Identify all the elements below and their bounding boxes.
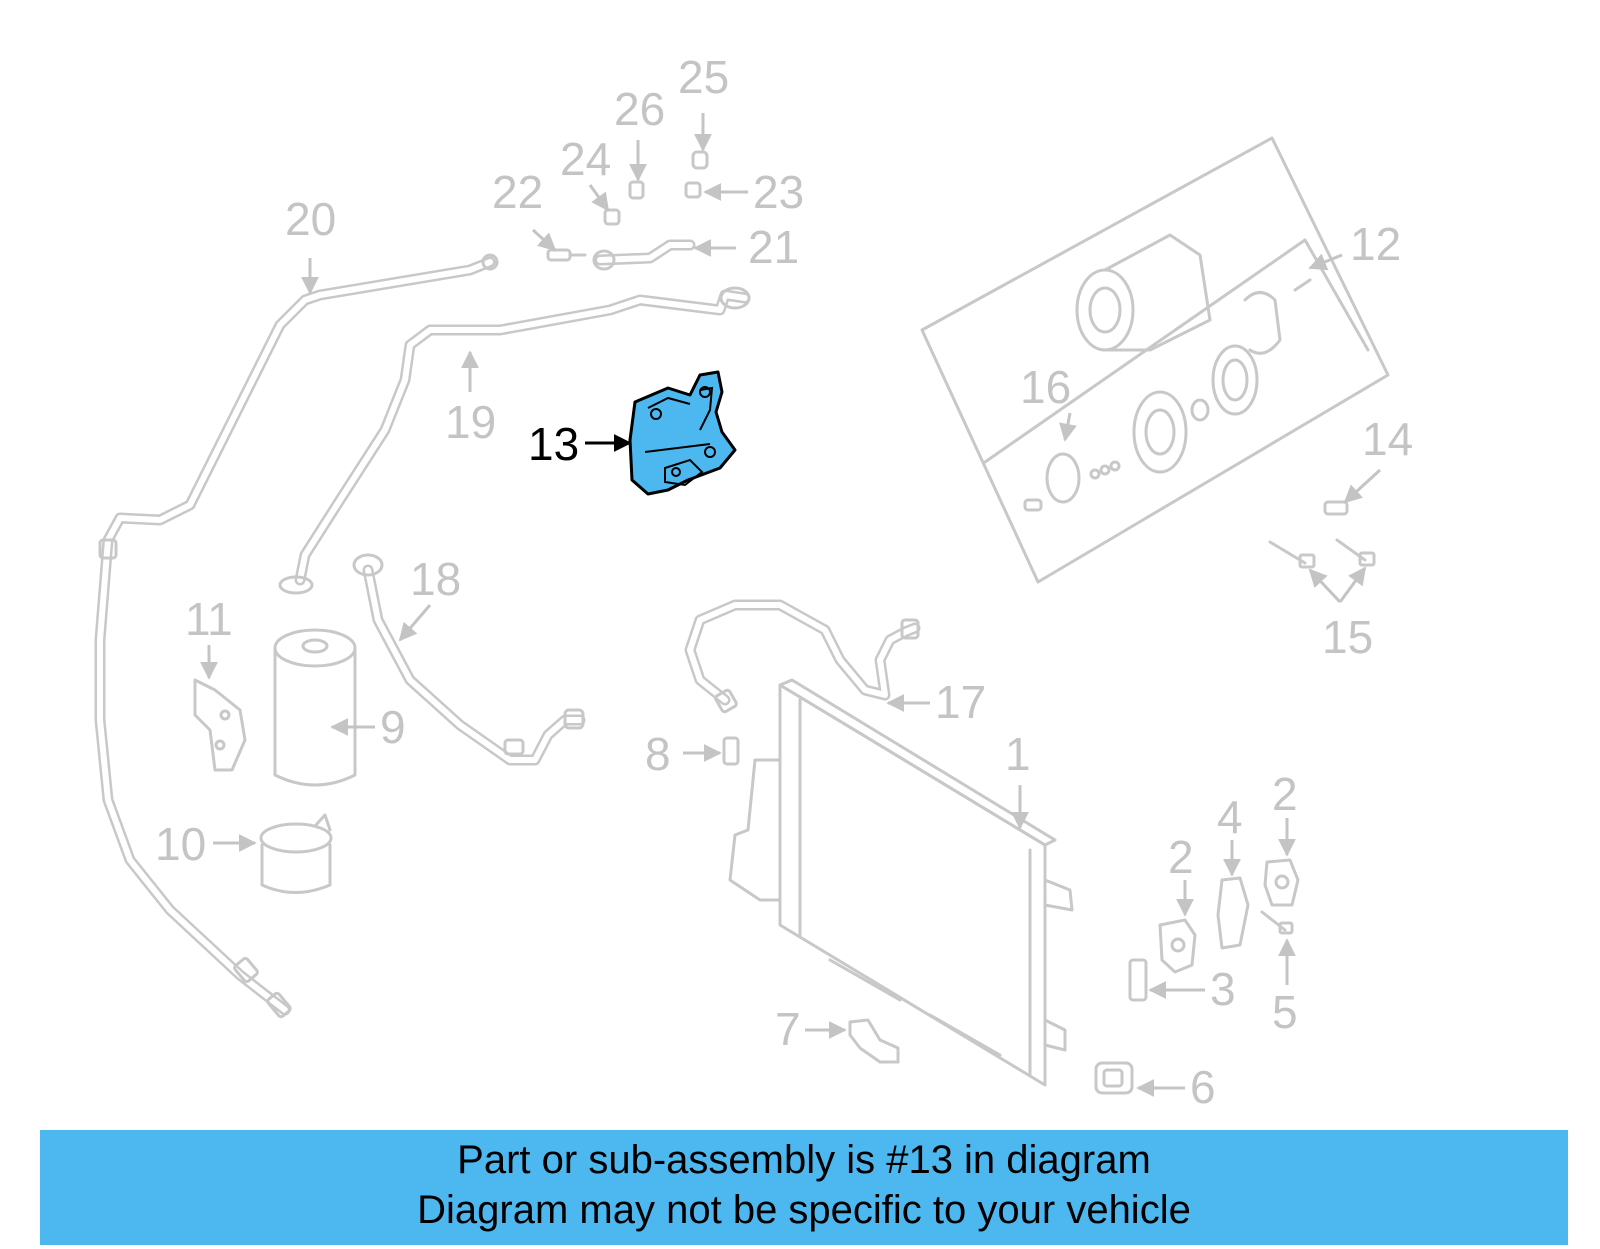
label-7: 7: [775, 1003, 801, 1055]
label-20: 20: [285, 193, 336, 245]
part-18-hose: [352, 553, 586, 766]
label-4: 4: [1217, 791, 1243, 843]
part-3-sensor: [1128, 958, 1148, 1002]
label-24: 24: [560, 133, 611, 185]
part-5-bolt: [1260, 910, 1294, 935]
label-10: 10: [155, 818, 206, 870]
label-26: 26: [614, 83, 665, 135]
callout-labels: 1 2 2 3 4 5 6 7 8 9 10 11 12 13 14 15 16…: [155, 51, 1413, 1113]
part-23-valve: [684, 181, 702, 199]
label-18: 18: [410, 553, 461, 605]
label-17: 17: [935, 676, 986, 728]
part-15-bolts: [1268, 538, 1376, 569]
label-25: 25: [678, 51, 729, 103]
label-13: 13: [528, 418, 579, 470]
leader-arrows: [200, 113, 1382, 1097]
part-19-hose: [278, 286, 751, 595]
part-2-mount-a: [1158, 918, 1197, 974]
part-10-bracket: [259, 813, 333, 894]
part-9-receiver-drier: [273, 628, 357, 787]
banner-line-2: Diagram may not be specific to your vehi…: [417, 1188, 1191, 1232]
label-2-left: 2: [1168, 831, 1194, 883]
part-21-pipe: [592, 239, 696, 271]
label-6: 6: [1190, 1061, 1216, 1113]
info-banner: Part or sub-assembly is #13 in diagram D…: [40, 1130, 1568, 1245]
label-16: 16: [1020, 361, 1071, 413]
part-6-bracket: [1094, 1061, 1134, 1095]
label-9: 9: [380, 701, 406, 753]
part-17-hose: [684, 599, 921, 714]
part-2-mount-b: [1263, 858, 1300, 907]
label-5: 5: [1272, 986, 1298, 1038]
banner-line-1: Part or sub-assembly is #13 in diagram: [457, 1138, 1151, 1182]
label-22: 22: [492, 166, 543, 218]
label-11: 11: [185, 593, 233, 645]
label-14: 14: [1362, 413, 1413, 465]
label-8: 8: [645, 728, 671, 780]
part-7-bracket: [848, 1018, 900, 1064]
part-20-hose: [94, 253, 499, 1019]
part-14-clip: [1323, 500, 1349, 516]
parts-diagram: 1 2 2 3 4 5 6 7 8 9 10 11 12 13 14 15 16…: [94, 51, 1413, 1113]
label-21: 21: [748, 221, 799, 273]
label-3: 3: [1210, 963, 1236, 1015]
label-2-right: 2: [1272, 768, 1298, 820]
part-22-fitting: [546, 248, 587, 262]
part-8-fitting: [722, 736, 740, 766]
part-11-bracket: [193, 678, 247, 772]
part-1-condenser: [728, 678, 1074, 1087]
part-24-nut: [603, 208, 621, 226]
part-12-compressor-assembly: [920, 136, 1390, 584]
label-23: 23: [753, 166, 804, 218]
part-13-highlighted-bracket[interactable]: [628, 370, 737, 496]
label-15: 15: [1322, 611, 1373, 663]
part-26-cap: [628, 180, 645, 200]
label-19: 19: [445, 396, 496, 448]
part-4-bracket: [1216, 876, 1250, 950]
label-12: 12: [1350, 218, 1401, 270]
label-1: 1: [1005, 728, 1031, 780]
part-25-cap: [691, 150, 709, 170]
